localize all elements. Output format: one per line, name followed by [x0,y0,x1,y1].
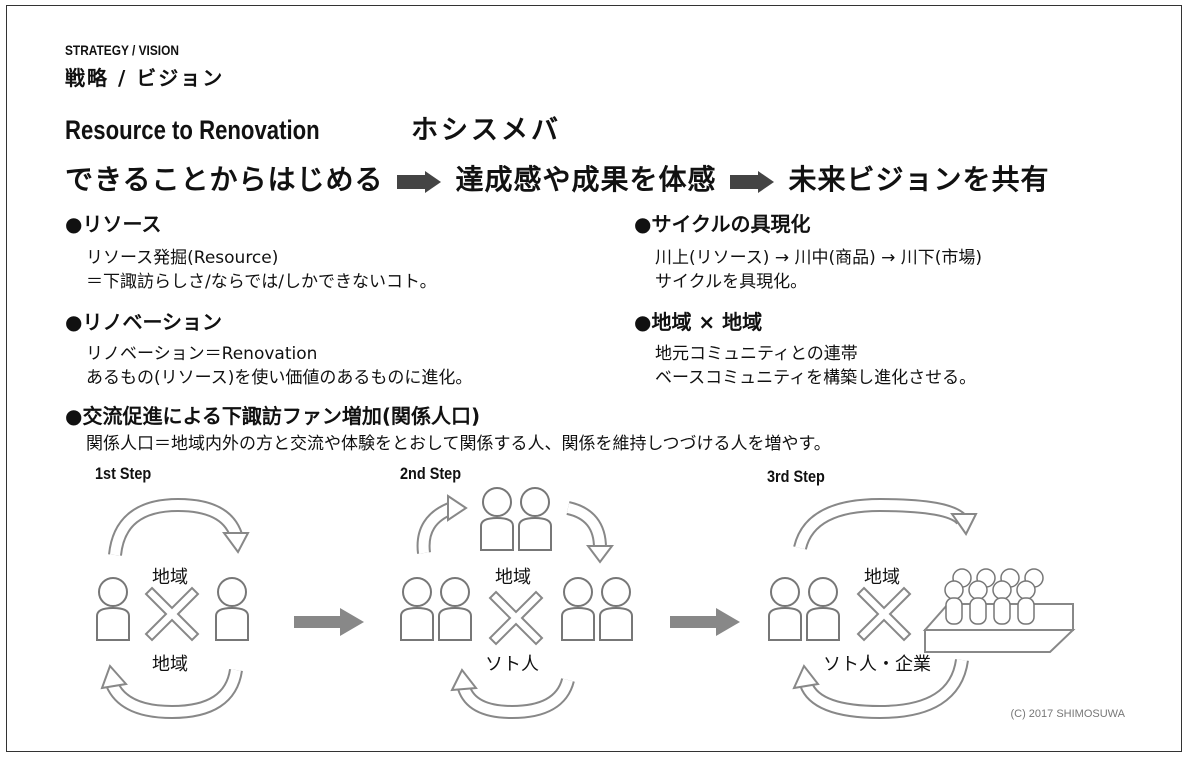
person-icon [480,487,514,551]
flow-step-1: できることからはじめる [65,163,384,196]
slide-frame [6,5,1182,752]
flow-arrow-icon [397,167,442,193]
flow-step-3: 未来ビジョンを共有 [788,163,1050,196]
step-label-3: 3rd Step [767,467,825,486]
person-icon [561,577,595,641]
person-icon [806,577,840,641]
person-icon [400,577,434,641]
flow-banner: できることからはじめる 達成感や成果を体感 未来ビジョンを共有 [65,158,1049,198]
step1-diagram [96,497,250,720]
section-text-exchange: 関係人口＝地域内外の方と交流や体験をとおして関係する人、関係を維持しつづける人を… [86,434,831,454]
step3-diagram [768,497,1076,720]
page-title: Resource to Renovation ホシスメバ [65,108,561,147]
person-icon [599,577,633,641]
cross-icon [857,587,911,641]
step1-bottom-label: 地域 [152,654,188,675]
step3-bottom-label: ソト人・企業 [823,654,931,675]
title-en: Resource to Renovation [65,115,320,145]
eyebrow-label: STRATEGY / VISION [65,42,179,58]
step2-top-label: 地域 [495,567,531,588]
step-label-2: 2nd Step [400,464,462,483]
section-heading-resource: ●リソース [65,212,162,236]
cross-icon [145,587,199,641]
person-icon [768,577,802,641]
step-arrow-icon [294,608,364,636]
step2-bottom-label: ソト人 [485,654,539,675]
person-icon [438,577,472,641]
subtitle: 戦略 / ビジョン [65,66,225,90]
company-platform-icon [924,629,1076,653]
flow-arrow-icon [730,167,775,193]
section-text-renovation-2: あるもの(リソース)を使い価値のあるものに進化。 [86,368,473,388]
flow-step-2: 達成感や成果を体感 [455,163,717,196]
section-text-cycle-1: 川上(リソース) → 川中(商品) → 川下(市場) [655,248,983,268]
section-heading-cycle: ●サイクルの具現化 [634,212,811,236]
cross-icon [489,591,543,645]
step-label-1: 1st Step [95,464,152,483]
section-text-resource-2: ＝下諏訪らしさ/ならでは/しかできないコト。 [86,272,437,292]
section-text-resource-1: リソース発掘(Resource) [86,248,279,268]
section-heading-renovation: ●リノベーション [65,310,223,334]
step1-top-label: 地域 [152,567,188,588]
section-heading-region: ●地域 × 地域 [634,310,763,334]
section-text-renovation-1: リノベーション＝Renovation [86,344,318,364]
copyright-text: (C) 2017 SHIMOSUWA [1010,708,1125,720]
title-ja: ホシスメバ [410,115,561,146]
section-text-cycle-2: サイクルを具現化。 [655,272,808,292]
step-arrow-icon [670,608,740,636]
group-people-icon [944,568,1044,625]
step3-top-label: 地域 [864,567,900,588]
section-heading-exchange: ●交流促進による下諏訪ファン増加(関係人口) [65,404,481,428]
person-icon [518,487,552,551]
step2-diagram [400,487,633,720]
section-text-region-1: 地元コミュニティとの連帯 [655,344,858,364]
person-icon [96,577,130,641]
section-text-region-2: ベースコミュニティを構築し進化させる。 [655,368,977,388]
person-icon [215,577,249,641]
